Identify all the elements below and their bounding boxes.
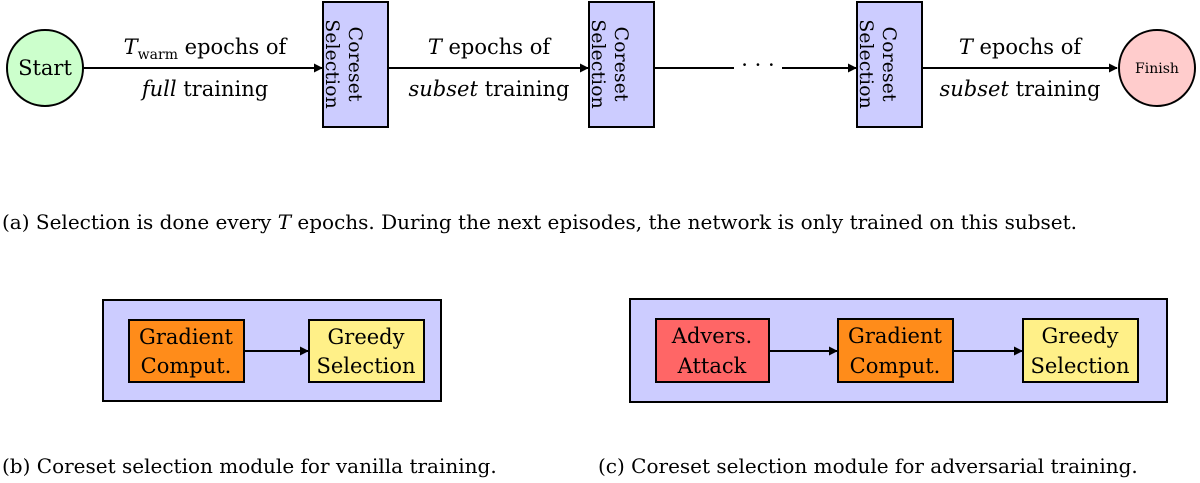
figure-c: Advers. Attack Gradient Comput. Greedy S… (598, 298, 1168, 478)
edge4-line1: T epochs of (959, 35, 1084, 59)
start-node: Start (6, 29, 84, 107)
coreset-box-1-rect (322, 1, 389, 128)
coreset-box-3-line2: Selection (855, 19, 877, 109)
coreset-box-2-line2: Selection (587, 19, 609, 109)
edge4-italic: subset (940, 77, 1010, 101)
caption-c: (c) Coreset selection module for adversa… (598, 454, 1138, 478)
greedy-node-c-line1: Greedy (1042, 324, 1119, 348)
gradient-node-c-rect (837, 318, 954, 383)
start-circle (6, 29, 84, 107)
coreset-box-3: Coreset Selection (855, 1, 923, 128)
edge4-line2: subset training (940, 77, 1101, 101)
greedy-node-c: Greedy Selection (1022, 318, 1139, 383)
advers-node-c-rect (655, 318, 770, 383)
edge2-line2: subset training (409, 77, 570, 101)
coreset-box-2-line1: Coreset (610, 27, 632, 102)
gradient-node-b-rect (128, 319, 245, 383)
edge1-subscript: warm (138, 47, 178, 63)
advers-node-c-line2: Attack (677, 354, 747, 378)
greedy-node-b: Greedy Selection (308, 319, 425, 383)
caption-a-suffix: epochs. During the next episodes, the ne… (291, 210, 1077, 234)
caption-a-prefix: (a) Selection is done every (2, 210, 278, 234)
edge1-line2-suffix: training (177, 77, 269, 101)
gradient-node-b-line1: Gradient (139, 325, 233, 349)
coreset-box-3-line1: Coreset (878, 27, 900, 102)
gradient-node-b: Gradient Comput. (128, 319, 245, 383)
edge2-italic: subset (409, 77, 479, 101)
edge1-italic: full (140, 77, 177, 101)
coreset-box-1: Coreset Selection (321, 1, 389, 128)
edge1-suffix: epochs of (178, 35, 289, 59)
finish-circle (1118, 29, 1196, 107)
edge1-symbol: T (124, 35, 140, 59)
gradient-node-c: Gradient Comput. (837, 318, 954, 383)
finish-label: Finish (1135, 61, 1179, 77)
edge1-line2: full training (140, 77, 268, 101)
gradient-node-c-line1: Gradient (848, 324, 942, 348)
advers-node-c-line1: Advers. (671, 324, 752, 348)
start-label: Start (18, 56, 72, 80)
edge2-suffix: epochs of (442, 35, 553, 59)
coreset-box-1-line1: Coreset (344, 27, 366, 102)
gradient-node-b-line2: Comput. (141, 354, 232, 378)
edge2-line1: T epochs of (428, 35, 553, 59)
coreset-box-2-rect (588, 1, 655, 128)
edge4-suffix: epochs of (973, 35, 1084, 59)
greedy-node-c-line2: Selection (1030, 354, 1129, 378)
coreset-box-3-rect (856, 1, 923, 128)
advers-node-c: Advers. Attack (655, 318, 770, 383)
edge4-line2-suffix: training (1009, 77, 1101, 101)
figure-b: Gradient Comput. Greedy Selection (b) Co… (2, 299, 497, 478)
gradient-node-c-line2: Comput. (850, 354, 941, 378)
caption-a-symbol: T (278, 210, 293, 234)
finish-node: Finish (1118, 29, 1196, 107)
greedy-node-b-line2: Selection (316, 354, 415, 378)
edge2-symbol: T (428, 35, 444, 59)
ellipsis: · · · (741, 53, 774, 77)
caption-b: (b) Coreset selection module for vanilla… (2, 454, 497, 478)
edge1-line1: Twarm epochs of (124, 35, 289, 63)
greedy-node-b-rect (308, 319, 425, 383)
coreset-box-1-line2: Selection (321, 19, 343, 109)
figure-a: Start Twarm epochs of full training Core… (2, 1, 1196, 234)
edge2-line2-suffix: training (478, 77, 570, 101)
greedy-node-c-rect (1022, 318, 1139, 383)
greedy-node-b-line1: Greedy (328, 325, 405, 349)
coreset-box-2: Coreset Selection (587, 1, 655, 128)
caption-a: (a) Selection is done every T epochs. Du… (2, 210, 1077, 234)
edge4-symbol: T (959, 35, 975, 59)
